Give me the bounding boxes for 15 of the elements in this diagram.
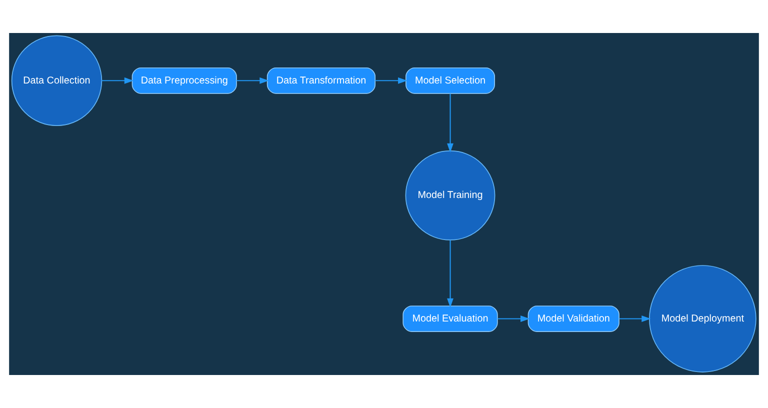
- node-circle: Model Deployment: [649, 265, 756, 372]
- node-circle: Data Collection: [11, 35, 102, 126]
- node-box: Data Preprocessing: [132, 67, 237, 94]
- arrow: [497, 316, 530, 322]
- arrow: [619, 316, 651, 322]
- node-box: Data Transformation: [266, 67, 376, 94]
- node-box: Model Evaluation: [402, 306, 498, 332]
- node-circle: Model Training: [405, 150, 496, 240]
- arrow: [236, 77, 269, 84]
- node-box: Model Validation: [528, 306, 620, 332]
- arrow: [102, 77, 134, 84]
- arrow: [375, 77, 408, 84]
- node-box: Model Selection: [406, 67, 495, 94]
- arrow: [447, 93, 454, 153]
- arrow: [447, 240, 454, 308]
